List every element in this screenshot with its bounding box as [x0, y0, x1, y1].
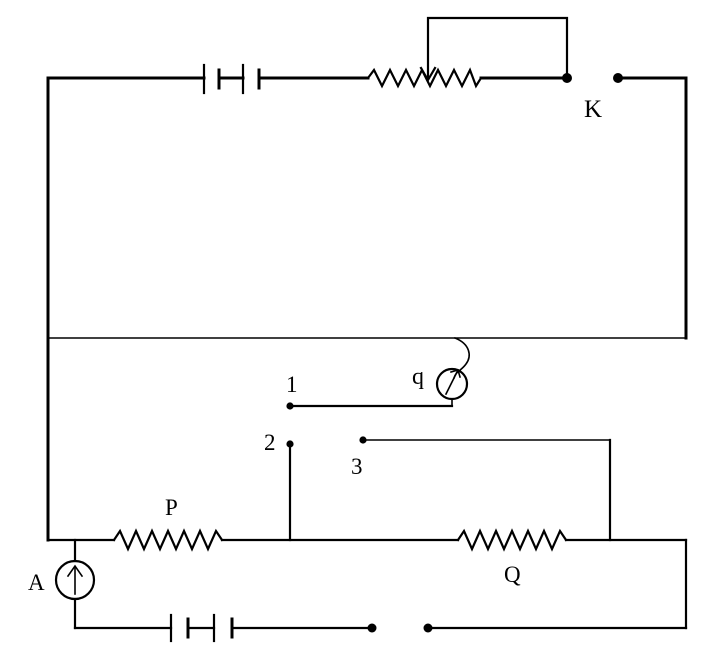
resistor-q: [456, 528, 568, 552]
terminal-2-label: 2: [264, 430, 276, 455]
terminal-1[interactable]: [286, 402, 294, 410]
terminal-1-label: 1: [286, 372, 298, 397]
switch-k-label: K: [584, 96, 602, 123]
terminal-3-label: 3: [351, 454, 363, 479]
galvanometer-icon: [435, 367, 469, 401]
switch-k[interactable]: [562, 73, 623, 83]
rheostat-slider[interactable]: [419, 16, 569, 83]
secondary-battery: [169, 613, 234, 643]
resistor-p-label: P: [165, 495, 178, 520]
galvanometer-branch: q: [288, 336, 470, 408]
galvanometer-label: q: [412, 364, 424, 390]
driver-battery: [202, 63, 261, 95]
primary-circuit: K: [46, 16, 688, 542]
secondary-circuit: P Q A: [28, 495, 688, 643]
ammeter-label: A: [28, 570, 45, 595]
resistor-p: [112, 528, 224, 552]
resistor-q-label: Q: [504, 562, 521, 587]
ammeter: [54, 559, 96, 601]
secondary-switch[interactable]: [367, 623, 433, 633]
